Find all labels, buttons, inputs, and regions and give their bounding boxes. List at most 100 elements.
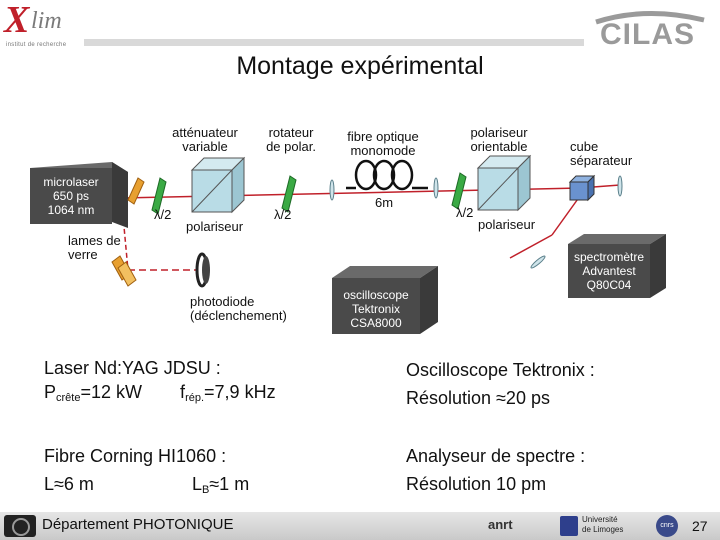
fiber-label: fibre optique monomode: [336, 130, 430, 158]
lens-3: [617, 175, 623, 197]
rotator-label-line-1: rotateur: [268, 125, 314, 140]
fiber-info-title: Fibre Corning HI1060 :: [44, 446, 227, 466]
fiber-label-line-1: fibre optique: [347, 129, 419, 144]
polarizer-orientable-line-1: polariseur: [470, 125, 528, 140]
glass-plates-line-1: lames de: [68, 233, 121, 248]
oscilloscope-label-line-3: CSA8000: [350, 316, 402, 330]
xlim-logo-x: X: [4, 0, 30, 41]
oscilloscope-box: [332, 266, 438, 334]
half-wave-label-1: λ/2: [154, 207, 172, 222]
half-wave-plate-3: [451, 172, 467, 210]
university-logo-line-2: de Limoges: [582, 525, 624, 534]
oscilloscope-label: oscilloscope Tektronix CSA8000: [332, 288, 420, 330]
oscilloscope-label-line-2: Tektronix: [351, 302, 401, 316]
oscilloscope-info-title: Oscilloscope Tektronix :: [406, 360, 595, 380]
university-limoges-logo: Université de Limoges: [560, 514, 630, 538]
laser-info: Laser Nd:YAG JDSU : Pcrête=12 kW frép.=7…: [44, 356, 276, 410]
spectrometer-label-line-2: Advantest: [582, 264, 636, 278]
glass-plates: [111, 255, 137, 287]
half-wave-label-2: λ/2: [274, 207, 292, 222]
fiber-length-label: 6m: [374, 195, 394, 210]
glass-plates-line-2: verre: [68, 247, 98, 262]
fiber-info: Fibre Corning HI1060 : L≈6 m LB≈1 m: [44, 444, 249, 502]
spectrum-analyzer-info-title: Analyseur de spectre :: [406, 446, 586, 466]
cube-label-line-2: séparateur: [570, 153, 633, 168]
department-name: Département PHOTONIQUE: [42, 516, 234, 533]
header-bar: [84, 39, 584, 46]
polarizer-2-label: polariseur: [478, 217, 536, 232]
lens-4: [530, 255, 546, 269]
orange-plate-1: [127, 177, 145, 205]
anrt-logo: anrt: [488, 517, 513, 532]
photodiode-label-line-2: (déclenchement): [190, 308, 287, 323]
lens-1: [329, 179, 335, 201]
spectrometer-label-line-1: spectromètre: [573, 250, 645, 264]
laser-info-title: Laser Nd:YAG JDSU :: [44, 358, 221, 378]
rotator-label-line-2: de polar.: [266, 139, 316, 154]
fiber-info-values: L≈6 m LB≈1 m: [44, 472, 249, 502]
polarizer-orientable-line-2: orientable: [470, 139, 528, 154]
fiber-length-value: L≈6 m: [44, 474, 94, 494]
attenuator-label-line-2: variable: [182, 139, 228, 154]
beam-splitter-cube: [568, 174, 596, 202]
laser-rep-rate-symbol: f: [180, 382, 186, 402]
half-wave-label-3: λ/2: [456, 205, 474, 220]
beam-down: [551, 195, 581, 236]
fiber-beat-length-value: ≈1 m: [209, 474, 250, 494]
half-wave-plate-2: [281, 175, 297, 213]
oscilloscope-label-line-1: oscilloscope: [343, 288, 409, 302]
fiber-coil-icon: [346, 159, 428, 191]
fiber-label-line-2: monomode: [350, 143, 416, 158]
page-number: 27: [692, 518, 708, 534]
laser-info-values: Pcrête=12 kW frép.=7,9 kHz: [44, 380, 276, 410]
polarizer-orientable-label: polariseur orientable: [456, 126, 542, 154]
glass-plates-label: lames de verre: [68, 234, 121, 262]
beam-to-oscilloscope: [509, 234, 553, 259]
microlaser-label-line-3: 1064 nm: [47, 203, 95, 217]
fiber-beat-length-symbol: L: [191, 474, 202, 494]
spectrometer-label-line-3: Q80C04: [586, 278, 632, 292]
laser-peak-power-symbol: P: [44, 382, 57, 402]
oscilloscope-info-resolution: Résolution ≈20 ps: [406, 388, 550, 408]
lens-logo-icon: [4, 515, 36, 537]
laser-rep-rate-subscript: rép.: [185, 392, 205, 404]
spectrometer-box: [568, 234, 666, 298]
cilas-swoosh-icon: [595, 10, 705, 25]
laser-peak-power-value: =12 kW: [80, 382, 143, 402]
spectrum-analyzer-info: Analyseur de spectre : Résolution 10 pm: [406, 444, 585, 496]
footer: Département PHOTONIQUE anrt Université d…: [0, 512, 720, 540]
attenuator-label-line-1: atténuateur: [172, 125, 238, 140]
oscilloscope-info: Oscilloscope Tektronix : Résolution ≈20 …: [406, 358, 595, 410]
cube-label: cube séparateur: [570, 140, 642, 168]
attenuator-label: atténuateur variable: [160, 126, 250, 154]
lens-2: [433, 177, 439, 199]
polarizer-cube-2: [476, 154, 532, 212]
xlim-logo-subtitle: institut de recherche: [6, 42, 67, 48]
half-wave-plate-1: [151, 177, 167, 215]
cilas-logo: CILAS: [586, 4, 716, 54]
slide-title: Montage expérimental: [236, 52, 484, 80]
laser-rep-rate-value: =7,9 kHz: [204, 382, 276, 402]
cube-label-line-1: cube: [570, 139, 599, 154]
photodiode-label: photodiode (déclenchement): [190, 295, 287, 323]
laser-peak-power-subscript: crête: [56, 392, 81, 404]
xlim-logo: X lim institut de recherche: [4, 0, 84, 52]
microlaser-label: microlaser 650 ps 1064 nm: [30, 175, 112, 217]
rotator-label: rotateur de polar.: [256, 126, 326, 154]
microlaser-label-line-2: 650 ps: [52, 189, 90, 203]
university-logo-text: Université de Limoges: [582, 515, 623, 535]
xlim-logo-text: lim: [31, 8, 62, 34]
photodiode-label-line-1: photodiode: [190, 294, 255, 309]
spectrometer-label: spectromètre Advantest Q80C04: [568, 250, 650, 292]
fiber-beat-length-subscript: B: [201, 484, 210, 496]
spectrum-analyzer-info-resolution: Résolution 10 pm: [406, 474, 547, 494]
microlaser-box: [30, 162, 128, 228]
polarizer-cube-1: [190, 156, 246, 214]
photodiode-icon: [195, 252, 210, 288]
university-logo-line-1: Université: [582, 515, 618, 524]
polarizer-1-label: polariseur: [186, 219, 244, 234]
university-logo-mark-icon: [560, 516, 578, 536]
cnrs-logo: cnrs: [656, 515, 678, 537]
cilas-logo-text: CILAS: [600, 18, 695, 51]
